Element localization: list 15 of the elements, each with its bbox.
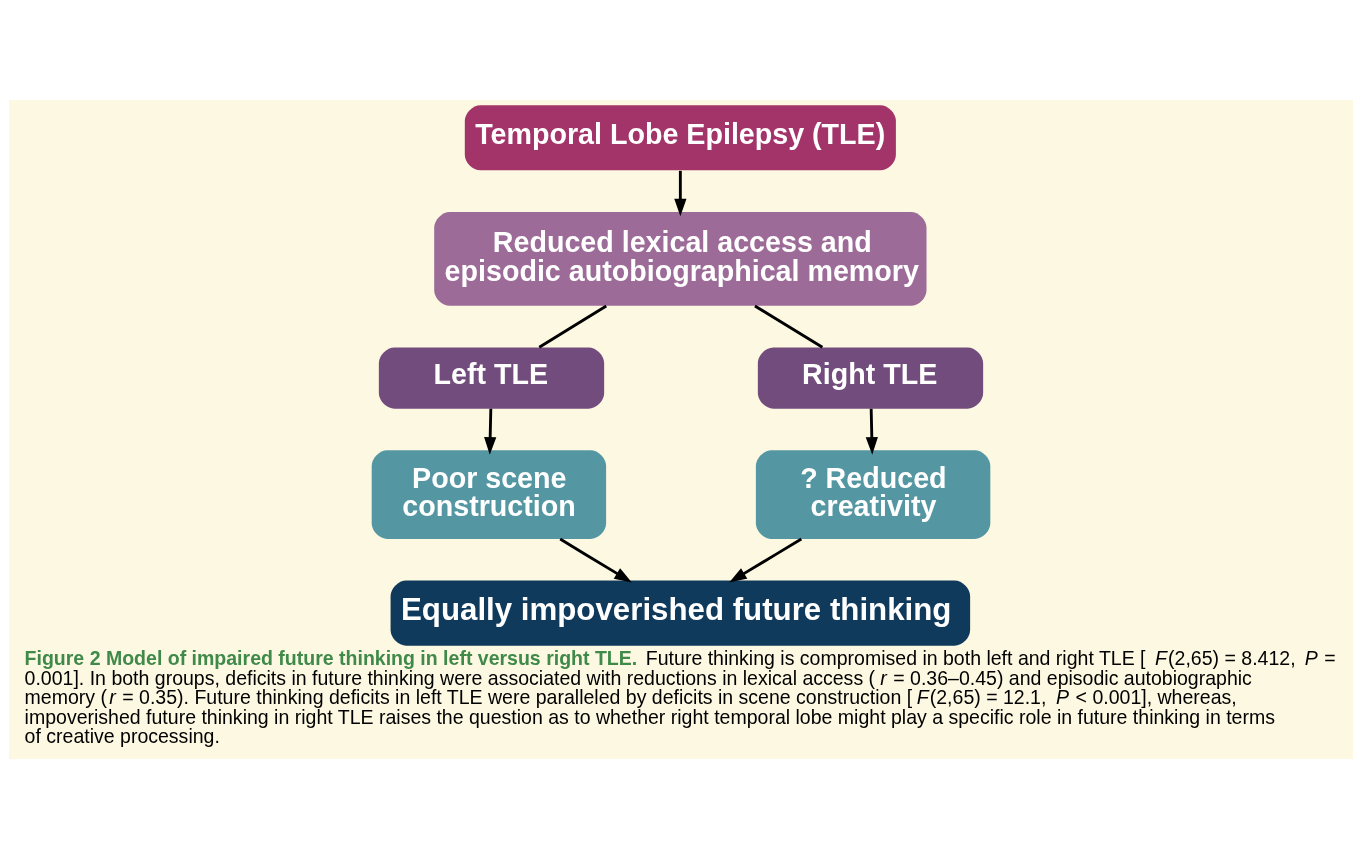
arrow xyxy=(484,408,497,455)
node-box: Equally impoverished future thinking xyxy=(390,580,971,646)
node-box: ? Reduced creativity xyxy=(755,450,991,539)
arrow xyxy=(559,537,632,583)
connector xyxy=(754,304,824,349)
node-box: Temporal Lobe Epilepsy (TLE) xyxy=(464,105,896,171)
node-box: Poor scene construction xyxy=(371,450,607,539)
node-box: Left TLE xyxy=(378,347,605,409)
arrow xyxy=(865,408,878,455)
arrow xyxy=(674,170,687,217)
arrow xyxy=(729,537,803,583)
caption: Figure 2 Model of impaired future thinking in left versus right TLE. Future thinking is compromised in both left and right TLE [F(2,65) = 8.412, P = 0.001]. In both groups, deficits in future thinking were associated with reductions in lexical access (r = 0.36–0.45) and episodic autobiographic memory (r = 0.35). Future thinking deficits in left TLE were paralleled by deficits in scene construction [F(2,65) = 12.1, P < 0.001], whereas, impoverished future thinking in right TLE raises the question as to whether right temporal lobe might play a specific role in future thinking in terms of creative processing. xyxy=(24,647,1336,748)
node-box: Right TLE xyxy=(757,347,984,409)
node-box: Reduced lexical access and episodic autobiographical memory xyxy=(434,212,927,306)
connector xyxy=(538,304,607,349)
